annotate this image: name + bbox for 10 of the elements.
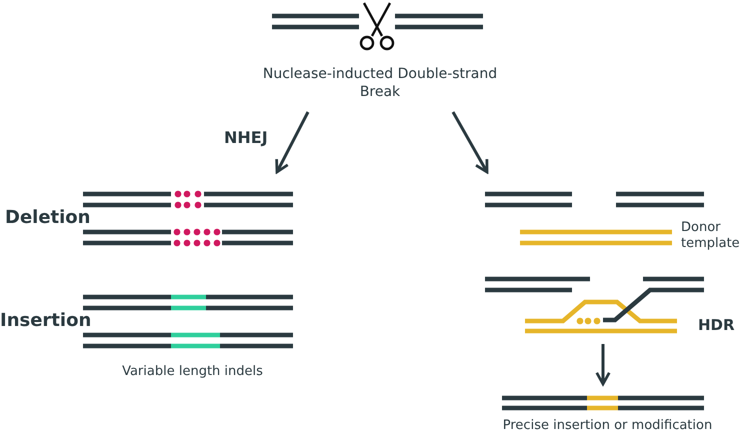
arrow — [452, 111, 488, 174]
arrow — [275, 111, 310, 174]
caption-text: Nuclease-inducted Double-strand Break — [262, 66, 498, 101]
arrow — [595, 344, 611, 386]
step-label: HDR — [698, 316, 736, 335]
caption-text: Donor template — [681, 220, 741, 252]
category-label: Deletion — [5, 207, 90, 228]
caption-text: Variable length indels — [121, 364, 264, 380]
category-label: Insertion — [0, 310, 92, 331]
caption-text: Precise insertion or modification — [502, 418, 714, 434]
